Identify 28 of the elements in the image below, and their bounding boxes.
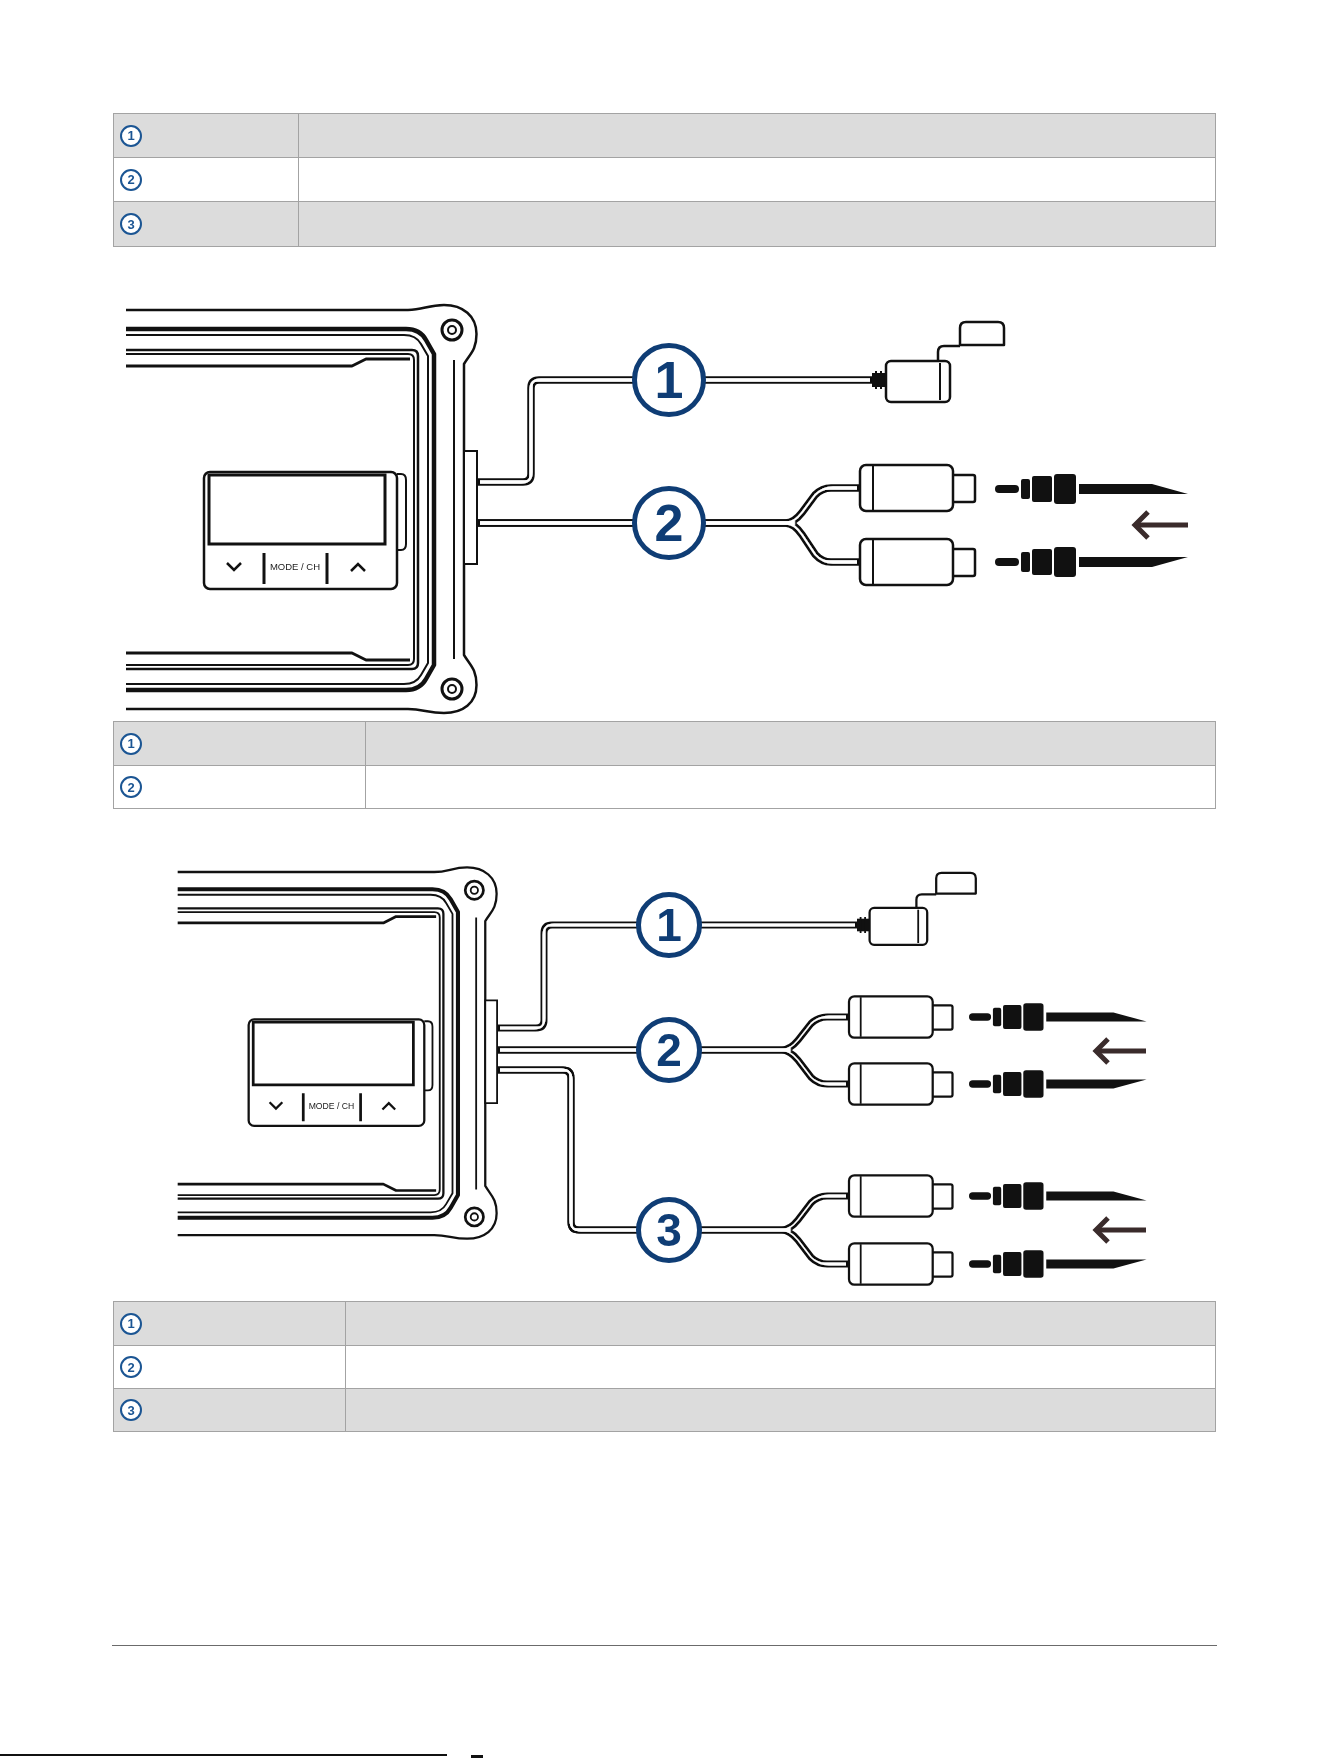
button-label: MODE / CH [308, 1101, 355, 1110]
callout-number: 3 [120, 213, 142, 235]
cable-port [484, 999, 498, 1105]
callout-number: 2 [632, 486, 706, 560]
amplifier-drawing [176, 866, 498, 1240]
rca-jack [847, 1174, 954, 1218]
callout-number: 3 [636, 1197, 702, 1263]
rca-jack [847, 1242, 954, 1286]
callout-number: 2 [636, 1017, 702, 1083]
rca-jack [858, 537, 977, 587]
callout-number: 2 [120, 168, 142, 191]
connector-plug [857, 871, 977, 946]
rca-jack [847, 1062, 954, 1106]
callout-number: 3 [120, 1399, 142, 1421]
cable [498, 1066, 848, 1268]
callout-number: 2 [120, 776, 142, 798]
rca-jack [858, 463, 977, 513]
callout-number: 1 [120, 1312, 142, 1335]
callout-number: 1 [120, 124, 142, 147]
callout-number: 2 [120, 1356, 142, 1378]
callout-number: 1 [636, 892, 702, 958]
rca-jack [847, 995, 954, 1039]
callout-number: 1 [120, 732, 142, 755]
callout-number: 1 [632, 343, 706, 417]
connector-plug [872, 320, 1006, 404]
button-label: MODE / CH [269, 562, 321, 572]
cable-port [463, 450, 478, 565]
amplifier-drawing [124, 303, 478, 715]
